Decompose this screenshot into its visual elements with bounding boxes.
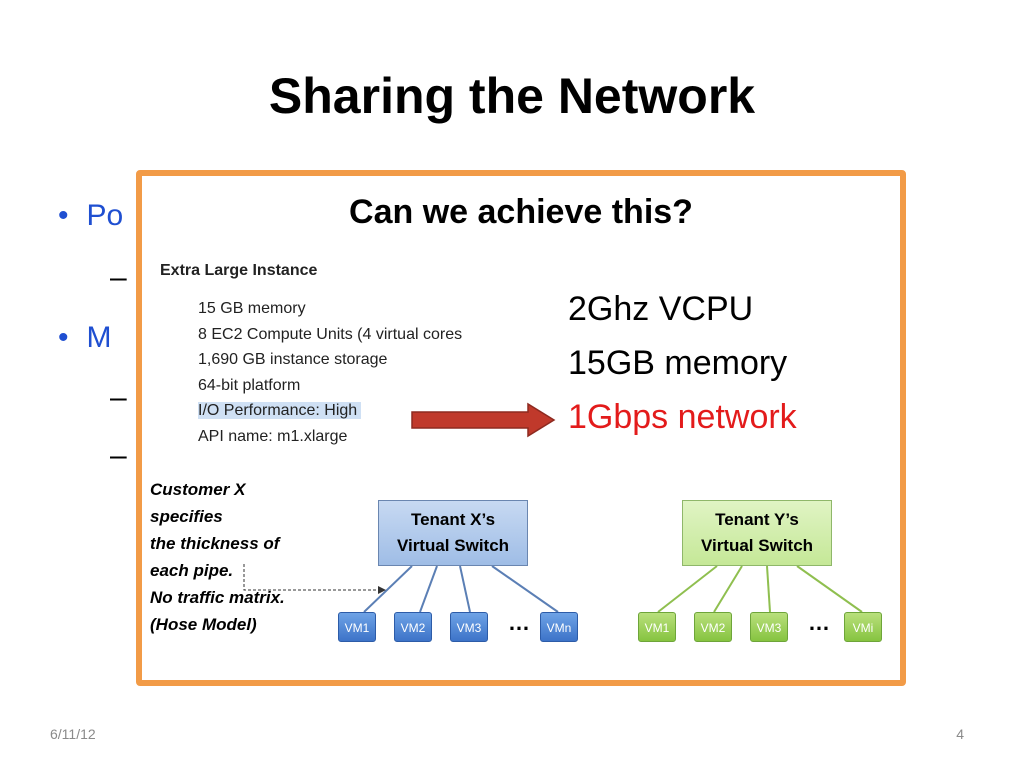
bullet-text: M (86, 321, 112, 354)
stat-vcpu: 2Ghz VCPU (568, 290, 754, 328)
tenant-x-line1: Tenant X’s (410, 510, 496, 529)
bullet-marker: • (58, 321, 69, 354)
tenant-y-virtual-switch: Tenant Y’s Virtual Switch (682, 500, 832, 566)
bullet-text: Po (86, 199, 124, 232)
spec-item: API name: m1.xlarge (198, 427, 348, 445)
note-line: specifies (150, 507, 223, 526)
tenant-x-virtual-switch: Tenant X’s Virtual Switch (378, 500, 528, 566)
ellipsis: … (808, 610, 830, 635)
vm-node: VMn (540, 612, 578, 642)
tenant-y-line1: Tenant Y’s (715, 510, 799, 529)
vm-node: VM2 (694, 612, 732, 642)
bullet-marker: • (58, 199, 69, 232)
sub-bullet-dash: – (110, 381, 127, 414)
tenant-y-line2: Virtual Switch (700, 536, 814, 555)
stat-network: 1Gbps network (568, 398, 797, 436)
hose-model-note: Customer X specifies the thickness of ea… (150, 476, 330, 638)
ellipsis: … (508, 610, 530, 635)
overlay-callout-box: Can we achieve this? Extra Large Instanc… (136, 170, 906, 686)
spec-heading: Extra Large Instance (160, 262, 318, 279)
spec-item: 15 GB memory (198, 300, 306, 317)
sub-bullet-dash: – (110, 439, 127, 472)
stats-block: 2Ghz VCPU 15GB memory 1Gbps network (568, 282, 797, 444)
overlay-title: Can we achieve this? (349, 193, 693, 231)
spec-item: 1,690 GB instance storage (198, 351, 388, 368)
right-arrow-icon (411, 402, 556, 438)
bullet-2: •M (58, 320, 112, 356)
vm-node: VM1 (338, 612, 376, 642)
vm-node: VM3 (750, 612, 788, 642)
spec-list: 15 GB memory 8 EC2 Compute Units (4 virt… (160, 296, 530, 449)
vm-node: VM1 (638, 612, 676, 642)
tenant-x-line2: Virtual Switch (396, 536, 510, 555)
note-line: (Hose Model) (150, 615, 257, 634)
footer-date: 6/11/12 (50, 726, 96, 742)
stat-memory: 15GB memory (568, 344, 788, 382)
vm-node: VM3 (450, 612, 488, 642)
note-line: the thickness of (150, 534, 280, 553)
note-line: each pipe. (150, 561, 234, 580)
spec-item-highlighted: I/O Performance: High (198, 402, 362, 419)
page-number: 4 (956, 726, 964, 742)
note-line: Customer X (150, 480, 246, 499)
topology-links (243, 564, 863, 613)
note-line: No traffic matrix. (150, 588, 285, 607)
bullet-1: • Po (58, 198, 123, 234)
slide-title: Sharing the Network (268, 68, 756, 124)
spec-item: 8 EC2 Compute Units (4 virtual cores (198, 325, 463, 343)
vm-node: VMi (844, 612, 882, 642)
vm-node: VM2 (394, 612, 432, 642)
instance-spec-panel: Extra Large Instance 15 GB memory 8 EC2 … (160, 262, 530, 449)
sub-bullet-dash: – (110, 261, 127, 294)
spec-item: 64-bit platform (198, 376, 301, 394)
